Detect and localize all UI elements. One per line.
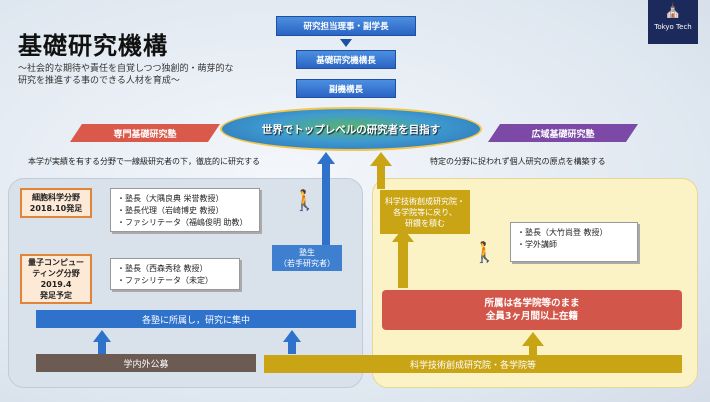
staff-item: ・ファシリテータ（未定） bbox=[117, 276, 213, 285]
staff-item: ・学外講師 bbox=[517, 240, 557, 249]
world-top-goal: 世界でトップレベルの研究者を目指す bbox=[220, 107, 482, 151]
tower-icon: ⛪ bbox=[664, 3, 682, 19]
walking-person-icon: 🚶 bbox=[472, 240, 497, 264]
page-title: 基礎研究機構 bbox=[18, 32, 168, 60]
arrow-shaft bbox=[322, 163, 330, 245]
label-line: 細胞科学分野 bbox=[32, 193, 80, 202]
return-line: 研鑽を積む bbox=[405, 218, 445, 228]
student-line: （若手研究者） bbox=[279, 259, 335, 268]
arrow-shaft bbox=[288, 341, 296, 354]
broad-school-banner: 広域基礎研究塾 bbox=[488, 124, 638, 142]
right-description: 特定の分野に捉われず個人研究の原点を構築する bbox=[430, 157, 606, 166]
up-arrow-icon bbox=[283, 330, 301, 342]
return-line: 各学院等に戻り、 bbox=[393, 207, 457, 217]
arrow-shaft bbox=[398, 238, 408, 288]
label-line: 量子コンピュー bbox=[28, 258, 84, 267]
staff-item: ・塾長（西森秀稔 教授） bbox=[117, 264, 208, 273]
walking-person-icon: 🚶 bbox=[292, 188, 317, 212]
concentrate-bar: 各塾に所属し，研究に集中 bbox=[36, 310, 356, 328]
enroll-line: 全員3ヶ月間以上在籍 bbox=[485, 311, 579, 322]
director-box: 基礎研究機構長 bbox=[296, 50, 396, 69]
label-line: 発足予定 bbox=[40, 291, 72, 300]
up-arrow-icon bbox=[522, 332, 544, 346]
recruitment-bar: 学内外公募 bbox=[36, 354, 256, 372]
arrow-shaft bbox=[377, 165, 385, 189]
specialized-school-banner: 専門基礎研究塾 bbox=[70, 124, 220, 142]
vice-president-box: 研究担当理事・副学長 bbox=[276, 16, 416, 36]
up-arrow-icon bbox=[317, 152, 335, 164]
label-line: 2019.4 bbox=[40, 280, 72, 289]
quantum-computing-staff: ・塾長（西森秀稔 教授） ・ファシリテータ（未定） bbox=[110, 258, 240, 290]
down-arrow-icon bbox=[340, 39, 352, 47]
subtitle: ～社会的な期待や責任を自覚しつつ独創的・萌芽的な 研究を推進する事のできる人材を… bbox=[18, 63, 258, 87]
staff-item: ・塾長代理（岩崎博史 教授） bbox=[117, 206, 224, 215]
return-box: 科学技術創成研究院・ 各学院等に戻り、 研鑽を積む bbox=[380, 190, 470, 234]
up-arrow-icon bbox=[93, 330, 111, 342]
broad-school-staff: ・塾長（大竹尚登 教授） ・学外講師 bbox=[510, 222, 638, 262]
student-line: 塾生 bbox=[299, 248, 315, 257]
staff-item: ・ファシリテータ（福嶋俊明 助教） bbox=[117, 218, 248, 227]
up-arrow-icon bbox=[370, 152, 392, 166]
return-line: 科学技術創成研究院・ bbox=[385, 196, 465, 206]
left-description: 本学が実績を有する分野で一線級研究者の下，徹底的に研究する bbox=[28, 157, 260, 166]
staff-item: ・塾長（大隅良典 栄誉教授） bbox=[117, 194, 224, 203]
institute-bar: 科学技術創成研究院・各学院等 bbox=[264, 355, 682, 373]
cell-science-staff: ・塾長（大隅良典 栄誉教授） ・塾長代理（岩崎博史 教授） ・ファシリテータ（福… bbox=[110, 188, 260, 232]
logo-text: Tokyo Tech bbox=[654, 23, 692, 31]
tokyo-tech-logo: ⛪ Tokyo Tech bbox=[648, 0, 698, 44]
subtitle-line: ～社会的な期待や責任を自覚しつつ独創的・萌芽的な bbox=[18, 64, 234, 74]
label-line: 2018.10発足 bbox=[29, 204, 83, 213]
staff-item: ・塾長（大竹尚登 教授） bbox=[517, 228, 608, 237]
arrow-shaft bbox=[529, 345, 537, 355]
student-box: 塾生 （若手研究者） bbox=[272, 245, 342, 271]
label-line: ティング分野 bbox=[32, 269, 80, 278]
up-arrow-icon bbox=[392, 228, 414, 242]
enroll-line: 所属は各学院等のまま bbox=[484, 298, 580, 309]
deputy-director-box: 副機構長 bbox=[296, 79, 396, 98]
arrow-shaft bbox=[98, 341, 106, 354]
enrollment-box: 所属は各学院等のまま 全員3ヶ月間以上在籍 bbox=[382, 290, 682, 330]
cell-science-label: 細胞科学分野 2018.10発足 bbox=[20, 188, 92, 218]
quantum-computing-label: 量子コンピュー ティング分野 2019.4 発足予定 bbox=[20, 254, 92, 304]
subtitle-line: 研究を推進する事のできる人材を育成～ bbox=[18, 76, 180, 86]
